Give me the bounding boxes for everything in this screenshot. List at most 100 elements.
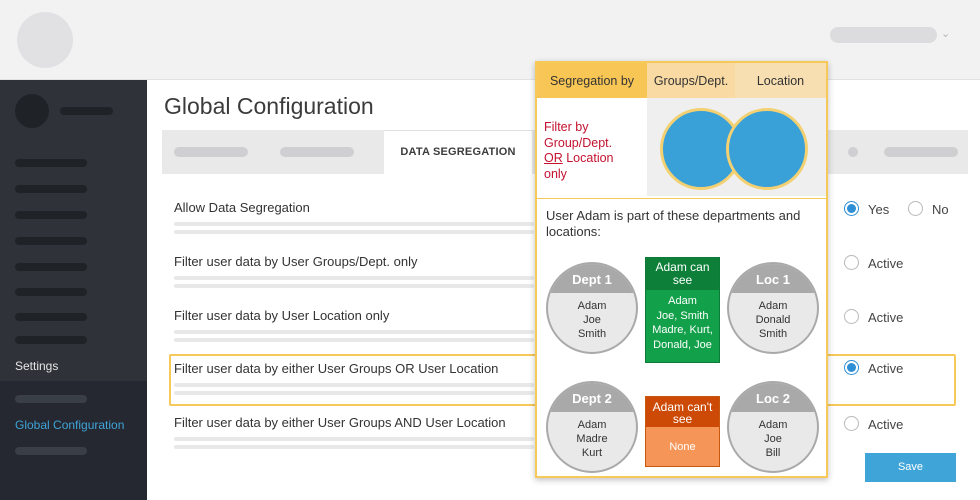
option-allow-segregation-label: Allow Data Segregation bbox=[174, 200, 310, 215]
tab-2[interactable] bbox=[280, 147, 354, 157]
venn-circle-location bbox=[726, 108, 808, 190]
member: Joe, Smith bbox=[656, 309, 709, 322]
dept2-title: Dept 2 bbox=[548, 383, 636, 412]
tab-data-segregation[interactable]: DATA SEGREGATION bbox=[384, 130, 532, 174]
radio-segregation-no[interactable] bbox=[908, 201, 923, 216]
loc2-members: Adam Joe Bill bbox=[729, 418, 817, 460]
option-groups-only-label: Filter user data by User Groups/Dept. on… bbox=[174, 254, 418, 269]
radio-label-yes: Yes bbox=[868, 202, 890, 217]
popup-header: Segregation by Groups/Dept. Location bbox=[537, 63, 826, 98]
sidebar-item-8[interactable] bbox=[15, 336, 87, 344]
app-logo[interactable] bbox=[17, 12, 73, 68]
option-helper-text bbox=[174, 391, 534, 395]
radio-label-active: Active bbox=[868, 417, 904, 432]
member: Bill bbox=[765, 447, 781, 459]
loc1-circle: Loc 1 Adam Donald Smith bbox=[727, 262, 819, 354]
tab-1[interactable] bbox=[174, 147, 248, 157]
option-groups-and-location-label: Filter user data by either User Groups A… bbox=[174, 415, 506, 430]
cant-see-value: None bbox=[669, 441, 696, 453]
option-helper-text bbox=[174, 276, 534, 280]
dept1-title: Dept 1 bbox=[548, 264, 636, 293]
user-name-placeholder bbox=[60, 107, 113, 115]
radio-groups-or-location[interactable] bbox=[844, 360, 859, 375]
can-see-title: Adam can see bbox=[646, 258, 719, 290]
dept1-circle: Dept 1 Adam Joe Smith bbox=[546, 262, 638, 354]
member: Joe bbox=[764, 433, 782, 445]
member: Adam bbox=[577, 300, 607, 312]
sidebar-item-2[interactable] bbox=[15, 185, 87, 193]
radio-groups-only[interactable] bbox=[844, 255, 859, 270]
sidebar-item-1[interactable] bbox=[15, 159, 87, 167]
dept1-members: Adam Joe Smith bbox=[548, 299, 636, 341]
member: Joe bbox=[583, 314, 601, 326]
loc2-circle: Loc 2 Adam Joe Bill bbox=[727, 381, 819, 473]
sidebar-subitem-1[interactable] bbox=[15, 395, 87, 403]
filter-rule-text: Filter by Group/Dept. OR Location only bbox=[544, 120, 639, 182]
member: Donald bbox=[755, 314, 791, 326]
radio-segregation-yes[interactable] bbox=[844, 201, 859, 216]
member: Smith bbox=[577, 328, 607, 340]
option-helper-text bbox=[174, 383, 534, 387]
chevron-down-icon[interactable]: ⌄ bbox=[941, 27, 951, 40]
option-helper-text bbox=[174, 230, 534, 234]
tab-6[interactable] bbox=[884, 147, 958, 157]
sidebar-item-settings[interactable]: Settings bbox=[15, 359, 59, 373]
sidebar-item-4[interactable] bbox=[15, 237, 87, 245]
adam-cant-see-box: Adam can't see None bbox=[645, 396, 720, 467]
avatar[interactable] bbox=[15, 94, 49, 128]
member: Adam bbox=[758, 419, 788, 431]
filter-rule-part-1: Filter by Group/Dept. bbox=[544, 120, 613, 150]
venn-row: Filter by Group/Dept. OR Location only bbox=[537, 98, 826, 196]
option-helper-text bbox=[174, 437, 534, 441]
can-see-members: Adam Joe, Smith Madre, Kurt, Donald, Joe bbox=[646, 294, 719, 352]
option-location-only-label: Filter user data by User Location only bbox=[174, 308, 390, 323]
filter-rule-or: OR bbox=[544, 151, 563, 165]
radio-label-active: Active bbox=[868, 310, 904, 325]
dept2-members: Adam Madre Kurt bbox=[548, 418, 636, 460]
option-helper-text bbox=[174, 338, 534, 342]
segregation-info-popup: Segregation by Groups/Dept. Location Fil… bbox=[535, 61, 828, 478]
tab-5[interactable] bbox=[848, 147, 858, 157]
popup-header-location: Location bbox=[735, 63, 826, 98]
popup-header-segregation-by: Segregation by bbox=[537, 63, 647, 98]
filter-rule-part-2: Location only bbox=[544, 151, 614, 181]
sidebar-subitem-2[interactable] bbox=[15, 447, 87, 455]
option-helper-text bbox=[174, 330, 534, 334]
member: Madre, Kurt, bbox=[652, 324, 713, 336]
sidebar-item-global-configuration[interactable]: Global Configuration bbox=[15, 418, 125, 432]
popup-header-groups: Groups/Dept. bbox=[647, 63, 735, 98]
divider bbox=[537, 198, 826, 199]
page-title: Global Configuration bbox=[164, 93, 374, 119]
cant-see-title: Adam can't see bbox=[646, 397, 719, 427]
radio-groups-and-location[interactable] bbox=[844, 416, 859, 431]
save-button[interactable]: Save bbox=[865, 453, 956, 482]
radio-label-no: No bbox=[932, 202, 949, 217]
loc2-title: Loc 2 bbox=[729, 383, 817, 412]
radio-location-only[interactable] bbox=[844, 309, 859, 324]
radio-label-active: Active bbox=[868, 361, 904, 376]
option-groups-or-location-label: Filter user data by either User Groups O… bbox=[174, 361, 499, 376]
member: Madre bbox=[576, 433, 608, 445]
loc1-members: Adam Donald Smith bbox=[729, 299, 817, 341]
member: Adam bbox=[668, 295, 697, 307]
member: Adam bbox=[758, 300, 788, 312]
user-menu[interactable] bbox=[830, 27, 937, 43]
sidebar: Settings Global Configuration bbox=[0, 80, 147, 500]
sidebar-item-3[interactable] bbox=[15, 211, 87, 219]
option-helper-text bbox=[174, 284, 534, 288]
option-helper-text bbox=[174, 222, 534, 226]
member: Adam bbox=[577, 419, 607, 431]
member: Kurt bbox=[581, 447, 603, 459]
sidebar-item-7[interactable] bbox=[15, 313, 87, 321]
member: Smith bbox=[758, 328, 788, 340]
top-header: ⌄ bbox=[0, 0, 980, 80]
loc1-title: Loc 1 bbox=[729, 264, 817, 293]
adam-can-see-box: Adam can see Adam Joe, Smith Madre, Kurt… bbox=[645, 257, 720, 363]
dept2-circle: Dept 2 Adam Madre Kurt bbox=[546, 381, 638, 473]
option-helper-text bbox=[174, 445, 534, 449]
sidebar-item-6[interactable] bbox=[15, 288, 87, 296]
radio-label-active: Active bbox=[868, 256, 904, 271]
member: Donald, Joe bbox=[653, 338, 712, 351]
sidebar-item-5[interactable] bbox=[15, 263, 87, 271]
popup-description: User Adam is part of these departments a… bbox=[546, 208, 801, 239]
